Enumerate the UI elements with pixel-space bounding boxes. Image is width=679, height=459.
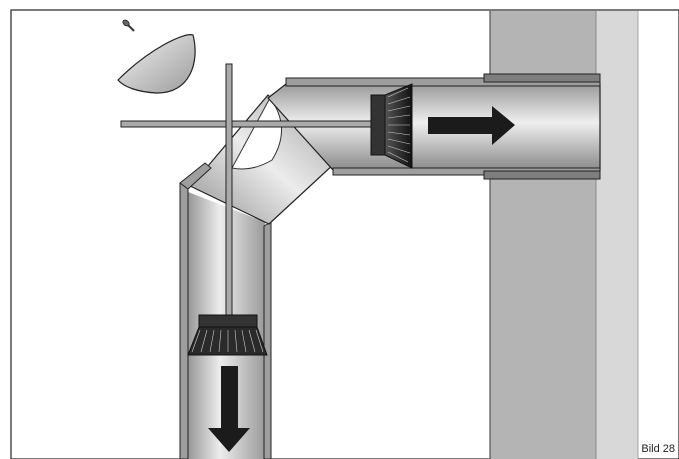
hemisphere-cap-icon <box>117 34 196 94</box>
screw-icon <box>122 19 135 32</box>
figure-label: Bild 28 <box>641 443 675 455</box>
chimney-brush-icon <box>370 83 413 169</box>
arrow-right-icon <box>428 106 515 145</box>
arrow-down-icon <box>208 366 250 452</box>
chimney-brush-icon <box>187 314 268 356</box>
